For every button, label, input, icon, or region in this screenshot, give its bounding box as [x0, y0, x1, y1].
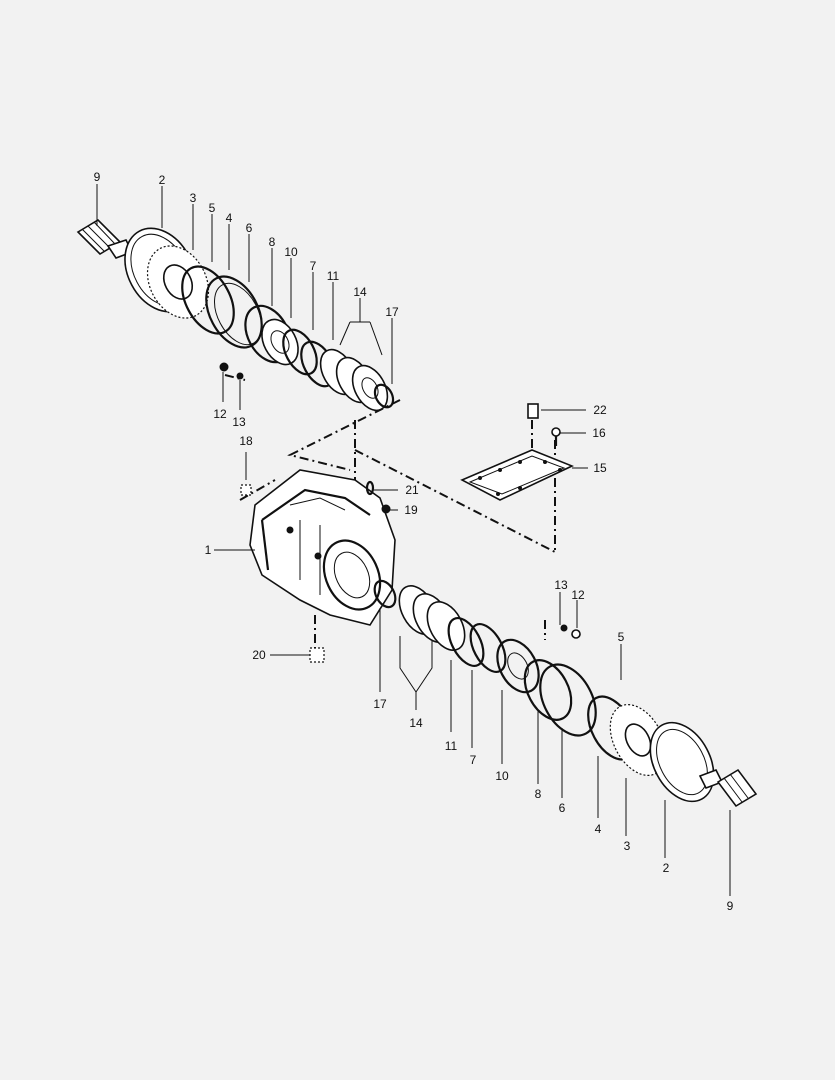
callout-19: 19: [404, 503, 418, 517]
callout-18: 18: [239, 434, 253, 448]
ring-11-lower: [447, 617, 485, 667]
ring-6-lower: [539, 663, 597, 737]
bearing-17-lower: [373, 579, 397, 609]
callout-3-lower: 3: [624, 839, 631, 853]
leader-lines: [96, 184, 731, 896]
callout-1: 1: [205, 543, 212, 557]
callout-9-lower: 9: [727, 899, 734, 913]
ring-4-upper: [181, 265, 235, 335]
bolt-12-13-lower: [560, 624, 581, 639]
plug-19: [381, 504, 391, 514]
center-callouts: 18 22 16 15 21 19 1 20: [205, 403, 607, 662]
upper-assembly: [76, 218, 395, 412]
callout-21: 21: [405, 483, 419, 497]
output-shaft-lower: [698, 768, 758, 808]
callout-13-lower: 13: [554, 578, 568, 592]
callout-10-lower: 10: [495, 769, 509, 783]
callout-4-upper: 4: [226, 211, 233, 225]
callout-20: 20: [252, 648, 266, 662]
callout-2-upper: 2: [159, 173, 166, 187]
callout-11-lower: 11: [445, 739, 458, 753]
output-shaft-upper: [76, 218, 134, 259]
callout-4-lower: 4: [595, 822, 602, 836]
callout-5-upper: 5: [209, 201, 216, 215]
piston-8-lower: [523, 659, 573, 721]
callout-11-upper: 11: [327, 269, 340, 283]
callout-13-upper: 13: [232, 415, 246, 429]
callout-14-lower: 14: [409, 716, 423, 730]
upper-callouts: 9 2 3 5 4 6 8 10 7 11 14 17 12 13: [94, 170, 399, 429]
bolt-12-13-upper: [219, 362, 244, 380]
breather-22: [527, 403, 539, 419]
callout-17-upper: 17: [385, 305, 399, 319]
plate-10-lower: [496, 638, 540, 694]
bearing-17-upper: [373, 383, 395, 409]
callout-16: 16: [592, 426, 606, 440]
cover-plate-15: [460, 449, 575, 501]
plug-18: [240, 484, 252, 496]
callout-8-lower: 8: [535, 787, 542, 801]
callout-15: 15: [593, 461, 607, 475]
snap-ring-7-upper: [282, 328, 318, 376]
callout-8-upper: 8: [269, 235, 276, 249]
callout-14-upper: 14: [353, 285, 367, 299]
callout-7-lower: 7: [470, 753, 477, 767]
callout-6-lower: 6: [559, 801, 566, 815]
magnet-plug-20: [309, 647, 325, 663]
callout-3-upper: 3: [190, 191, 197, 205]
snap-ring-7-lower: [469, 623, 507, 673]
lower-callouts: 13 12 5 17 14 11 7 10 8 6 4 3 2 9: [373, 578, 733, 913]
callout-17-lower: 17: [373, 697, 387, 711]
lower-assembly: [373, 579, 758, 808]
bolt-16: [551, 427, 561, 446]
oring-21: [365, 480, 375, 496]
callout-12-upper: 12: [213, 407, 227, 421]
callout-5-lower: 5: [618, 630, 625, 644]
callout-2-lower: 2: [663, 861, 670, 875]
callout-12-lower: 12: [571, 588, 585, 602]
callout-9-upper: 9: [94, 170, 101, 184]
callout-7-upper: 7: [310, 259, 317, 273]
ring-2-lower: [649, 721, 715, 803]
callout-22: 22: [593, 403, 607, 417]
assembly-axis-lines: [224, 374, 556, 648]
housing-1: [249, 469, 396, 626]
callout-10-upper: 10: [284, 245, 298, 259]
callout-6-upper: 6: [246, 221, 253, 235]
